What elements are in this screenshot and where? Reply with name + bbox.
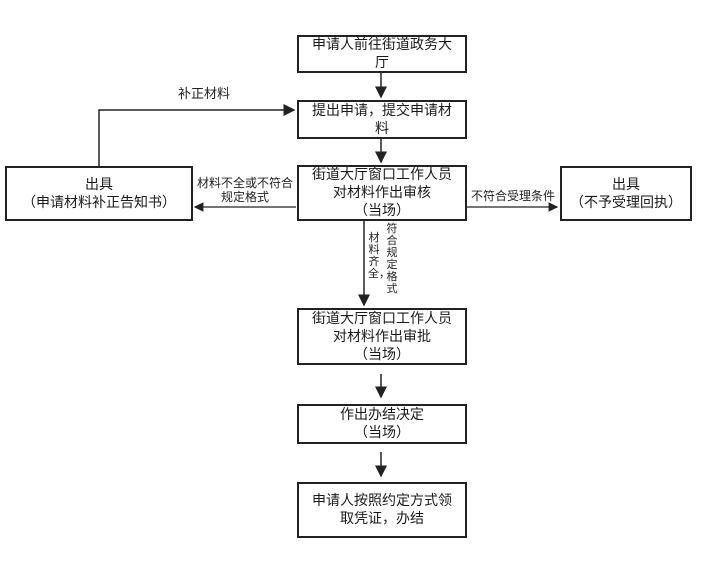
- edge-label-line: 材料不全或不符合: [196, 176, 293, 190]
- node-visit-hall: 申请人前往街道政务大 厅: [297, 35, 467, 73]
- node-text-line: 对材料作出审核: [333, 185, 431, 201]
- edge-label-supplement: 补正材料: [178, 87, 231, 102]
- node-supplement-notice: 出具 （申请材料补正告知书）: [5, 166, 193, 221]
- edge-label-incomplete: 材料不全或不符合 规定格式: [196, 176, 294, 204]
- edge-label-not-accepted: 不符合受理条件: [471, 189, 556, 203]
- node-text-line: 厅: [375, 55, 389, 71]
- edge-label-complete-col1: 材料齐全，: [368, 231, 390, 280]
- node-text-line: 街道大厅窗口工作人员: [312, 167, 452, 183]
- node-text-line: 出具: [85, 176, 113, 193]
- node-reject-receipt: 出具 （不予受理回执）: [560, 166, 692, 221]
- node-approve: 街道大厅窗口工作人员 对材料作出审批 （当场）: [297, 308, 467, 365]
- node-submit-application: 提出申请，提交申请材 料: [297, 100, 467, 139]
- node-review: 街道大厅窗口工作人员 对材料作出审核 （当场）: [297, 165, 467, 221]
- node-text-line: （当场）: [354, 203, 410, 219]
- node-text-line: （不予受理回执）: [570, 194, 682, 211]
- node-text-line: 提出申请，提交申请材: [312, 102, 452, 119]
- edge-label-complete-col2: 符合规定格式: [386, 222, 398, 295]
- arrow-supplement-to-submit: [98, 104, 296, 166]
- node-text-line: 料: [375, 120, 389, 137]
- node-text-line: 街道大厅窗口工作人员: [312, 310, 452, 327]
- node-text-line: （当场）: [354, 346, 410, 363]
- edge-label-line: 规定格式: [220, 190, 269, 204]
- node-text-line: （申请材料补正告知书）: [22, 194, 176, 211]
- node-text-line: 出具: [612, 176, 640, 193]
- node-decision: 作出办结决定 （当场）: [297, 404, 467, 444]
- node-text-line: 取凭证，办结: [340, 511, 424, 527]
- node-text-line: 作出办结决定: [340, 407, 424, 423]
- node-text-line: 对材料作出审批: [333, 328, 431, 345]
- node-collect: 申请人按照约定方式领 取凭证，办结: [297, 482, 467, 538]
- node-text-line: 申请人前往街道政务大: [312, 37, 452, 53]
- node-text-line: （当场）: [354, 425, 410, 441]
- node-text-line: 申请人按照约定方式领: [312, 493, 452, 509]
